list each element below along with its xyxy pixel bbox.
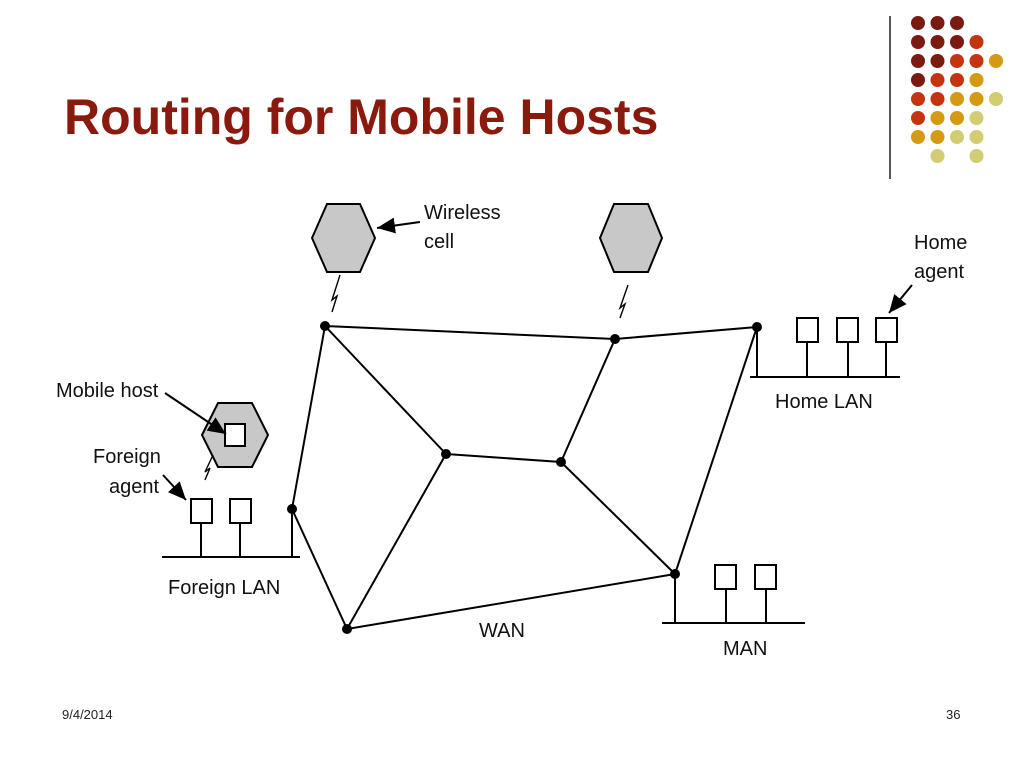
title-divider xyxy=(889,16,891,179)
router-nodes xyxy=(287,321,762,634)
decor-dot xyxy=(969,35,984,49)
decor-dot xyxy=(911,35,925,49)
label-wan: WAN xyxy=(479,620,525,642)
arrow-home-agent xyxy=(888,284,913,314)
man-lan xyxy=(662,564,805,624)
host-box xyxy=(754,564,777,590)
arrow-mobile-host xyxy=(164,392,227,435)
decor-dot xyxy=(950,130,964,144)
label-wireless: Wireless xyxy=(424,202,501,224)
decor-dot xyxy=(911,92,925,106)
label-agent-foreign: agent xyxy=(109,476,159,498)
decor-dot xyxy=(969,111,984,125)
wireless-cell-left xyxy=(310,203,377,273)
decor-dot xyxy=(950,35,964,49)
radio-link-icon xyxy=(204,454,214,481)
slide-title: Routing for Mobile Hosts xyxy=(64,89,659,145)
decor-dot xyxy=(950,54,964,68)
decor-dot xyxy=(930,54,945,68)
host-box xyxy=(229,498,252,524)
decor-dot xyxy=(911,73,925,87)
decor-dot xyxy=(950,92,964,106)
home-agent-box xyxy=(875,317,898,343)
label-foreign-lan: Foreign LAN xyxy=(168,577,280,599)
arrow-foreign-agent xyxy=(162,474,187,501)
host-box xyxy=(836,317,859,343)
router-node xyxy=(610,334,620,344)
decor-dot xyxy=(969,54,984,68)
mobile-host xyxy=(224,423,246,447)
router-node xyxy=(441,449,451,459)
decor-dot xyxy=(911,130,925,144)
arrow-wireless-cell xyxy=(376,217,421,234)
decor-dot xyxy=(930,73,945,87)
decor-dot xyxy=(930,149,945,163)
router-node xyxy=(342,624,352,634)
decor-dot xyxy=(930,92,945,106)
dot-grid-decoration xyxy=(911,16,1003,163)
label-mobile-host: Mobile host xyxy=(56,380,159,402)
decor-dot xyxy=(969,130,984,144)
decor-dot xyxy=(930,130,945,144)
foreign-lan xyxy=(162,498,300,558)
footer-date: 9/4/2014 xyxy=(62,707,113,722)
decor-dot xyxy=(911,54,925,68)
label-cell: cell xyxy=(424,231,454,253)
wireless-cell-right xyxy=(598,203,664,273)
decor-dot xyxy=(950,16,964,30)
decor-dot xyxy=(930,16,945,30)
home-lan xyxy=(750,317,900,378)
radio-link-icon xyxy=(618,284,629,319)
decor-dot xyxy=(950,73,964,87)
radio-link-icon xyxy=(330,274,341,313)
foreign-agent-box xyxy=(190,498,213,524)
decor-dot xyxy=(930,35,945,49)
decor-dot xyxy=(989,92,1003,106)
label-home-lan: Home LAN xyxy=(775,391,873,413)
decor-dot xyxy=(969,149,984,163)
label-agent-home: agent xyxy=(914,261,964,283)
decor-dot xyxy=(989,54,1003,68)
decor-dot xyxy=(969,92,984,106)
router-node xyxy=(320,321,330,331)
host-box xyxy=(796,317,819,343)
decor-dot xyxy=(911,111,925,125)
wan-links xyxy=(291,325,758,630)
label-home: Home xyxy=(914,232,967,254)
decor-dot xyxy=(950,111,964,125)
label-man: MAN xyxy=(723,638,767,660)
router-node xyxy=(556,457,566,467)
host-box xyxy=(714,564,737,590)
page-number: 36 xyxy=(946,707,961,722)
label-foreign: Foreign xyxy=(93,446,161,468)
decor-dot xyxy=(911,16,925,30)
decor-dot xyxy=(930,111,945,125)
decor-dot xyxy=(969,73,984,87)
